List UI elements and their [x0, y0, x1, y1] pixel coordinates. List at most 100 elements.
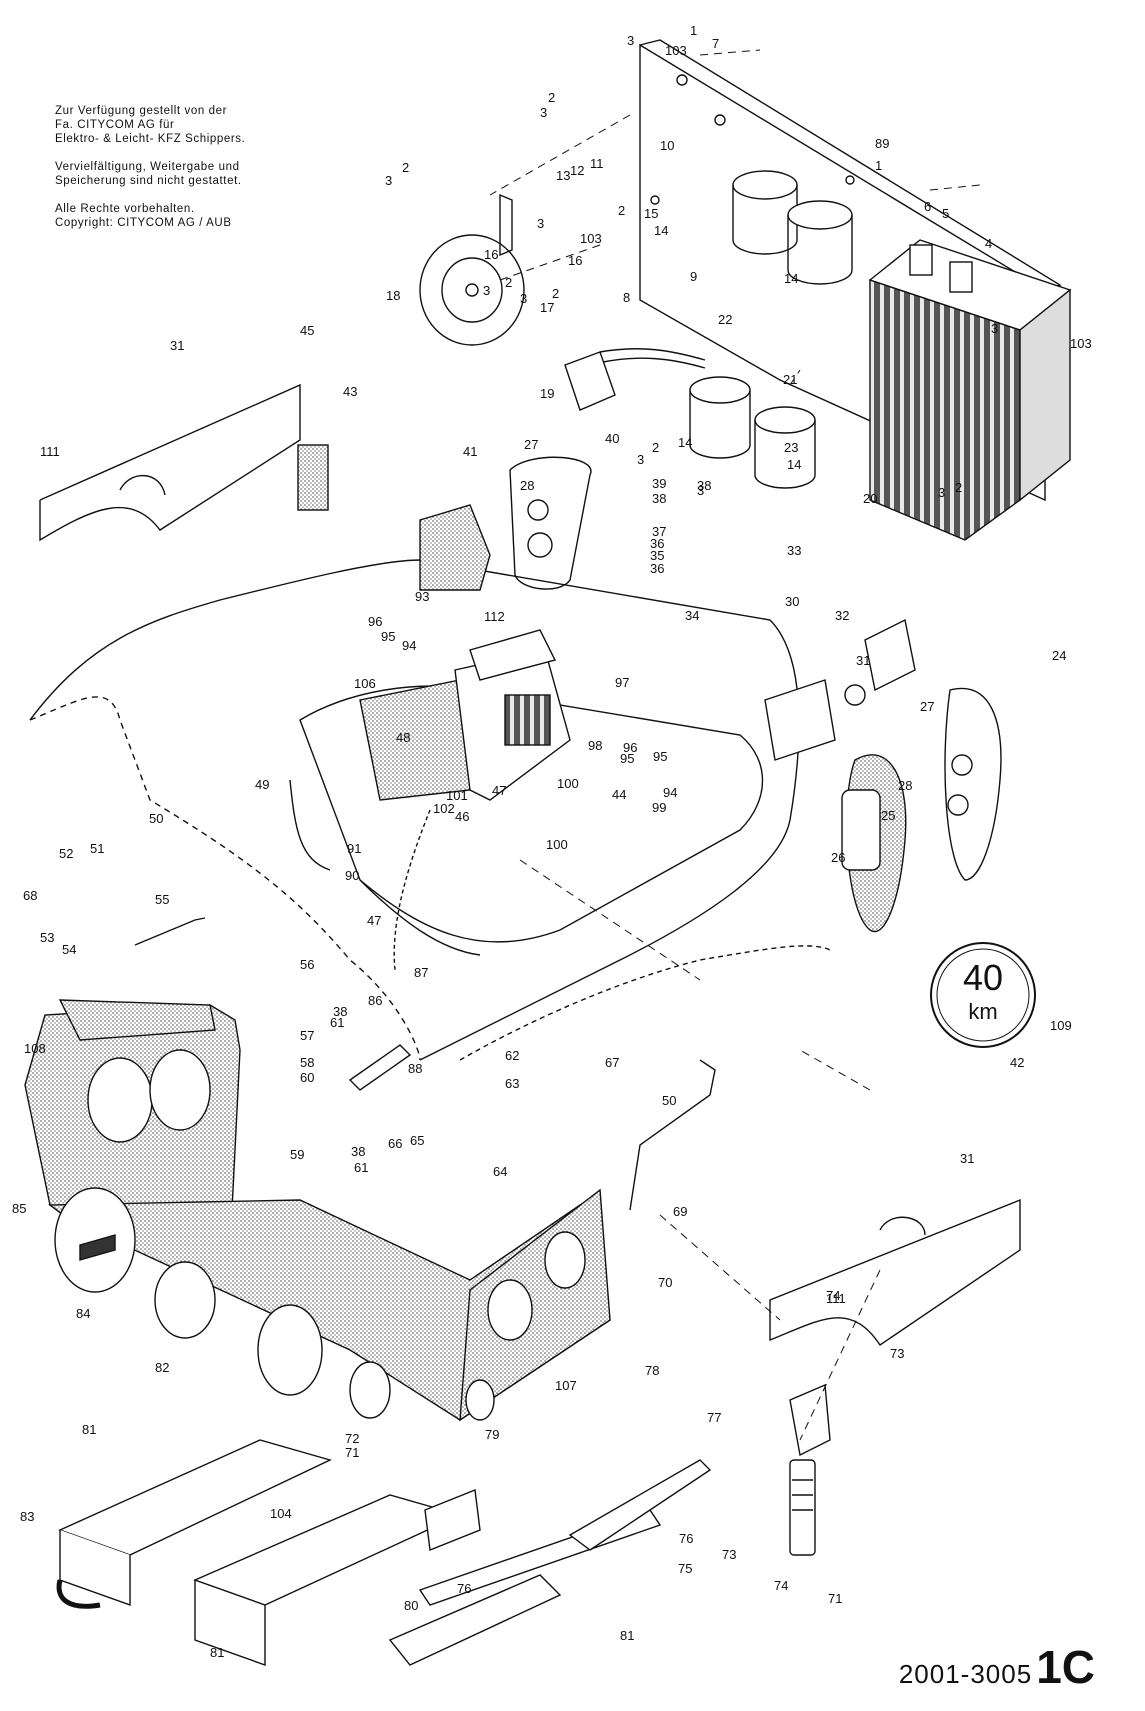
- drive-motor: [359, 629, 571, 801]
- part-callout: 107: [555, 1378, 577, 1393]
- part-callout: 95: [653, 749, 667, 764]
- part-callout: 3: [637, 452, 644, 467]
- document-number: 2001-30051C: [899, 1640, 1095, 1694]
- part-callout: 103: [665, 43, 687, 58]
- part-callout: 68: [23, 888, 37, 903]
- part-callout: 53: [40, 930, 54, 945]
- part-callout: 64: [493, 1164, 507, 1179]
- notice-line: Zur Verfügung gestellt von der: [55, 105, 228, 117]
- part-callout: 20: [863, 491, 877, 506]
- part-callout: 61: [330, 1015, 344, 1030]
- part-callout: 103: [580, 231, 602, 246]
- part-callout: 96: [623, 740, 637, 755]
- part-callout: 49: [255, 777, 269, 792]
- part-callout: 66: [388, 1136, 402, 1151]
- part-callout: 14: [787, 457, 801, 472]
- part-callout: 74: [826, 1288, 840, 1303]
- part-callout: 40: [605, 431, 619, 446]
- part-callout: 101: [446, 788, 468, 803]
- part-callout: 71: [828, 1591, 842, 1606]
- part-callout: 48: [396, 730, 410, 745]
- part-callout: 15: [644, 206, 658, 221]
- part-callout: 100: [546, 837, 568, 852]
- part-callout: 50: [662, 1093, 676, 1108]
- part-callout: 42: [1010, 1055, 1024, 1070]
- part-callout: 3: [991, 321, 998, 336]
- notice-line: Copyright: CITYCOM AG / AUB: [55, 217, 232, 229]
- part-callout: 27: [524, 437, 538, 452]
- part-callout: 3: [540, 105, 547, 120]
- part-callout: 3: [697, 483, 704, 498]
- part-callout: 90: [345, 868, 359, 883]
- part-callout: 38: [697, 478, 711, 493]
- part-callout: 21: [783, 372, 797, 387]
- part-callout: 3: [627, 33, 634, 48]
- part-callout: 76: [679, 1531, 693, 1546]
- part-callout: 57: [300, 1028, 314, 1043]
- speed-sign-callout: 109: [1050, 1018, 1072, 1033]
- part-callout: 95: [381, 629, 395, 644]
- part-callout: 2: [652, 440, 659, 455]
- part-callout: 97: [615, 675, 629, 690]
- part-callout: 3: [483, 283, 490, 298]
- part-callout: 103: [1070, 336, 1092, 351]
- part-callout: 50: [149, 811, 163, 826]
- part-callout: 39: [652, 476, 666, 491]
- notice-line: Vervielfältigung, Weitergabe und: [55, 161, 240, 173]
- part-callout: 16: [484, 247, 498, 262]
- pedal-arm: [348, 1044, 412, 1091]
- part-callout: 23: [784, 440, 798, 455]
- part-callout: 51: [90, 841, 104, 856]
- page-id: 1C: [1036, 1641, 1095, 1693]
- part-callout: 46: [455, 809, 469, 824]
- rear-lamp: [841, 687, 1002, 933]
- part-callout: 9: [690, 269, 697, 284]
- part-callout: 65: [410, 1133, 424, 1148]
- part-callout: 25: [881, 808, 895, 823]
- part-callout: 96: [368, 614, 382, 629]
- part-callout: 36: [650, 561, 664, 576]
- part-callout: 14: [784, 271, 798, 286]
- part-callout: 14: [678, 435, 692, 450]
- part-callout: 95: [620, 751, 634, 766]
- part-callout: 34: [685, 608, 699, 623]
- side-panel-upper: [39, 383, 301, 542]
- speed-unit: km: [968, 999, 998, 1024]
- part-callout: 61: [354, 1160, 368, 1175]
- part-callout: 2: [402, 160, 409, 175]
- part-callout: 2: [505, 275, 512, 290]
- part-callout: 89: [875, 136, 889, 151]
- part-callout: 59: [290, 1147, 304, 1162]
- part-callout: 38: [333, 1004, 347, 1019]
- part-callout: 60: [300, 1070, 314, 1085]
- part-callout: 69: [673, 1204, 687, 1219]
- notice-line: Elektro- & Leicht- KFZ Schippers.: [55, 133, 246, 145]
- part-callout: 45: [300, 323, 314, 338]
- part-callout: 47: [492, 783, 506, 798]
- part-callout: 77: [707, 1410, 721, 1425]
- part-callout: 56: [300, 957, 314, 972]
- document-code: 2001-3005: [898, 1659, 1033, 1689]
- part-callout: 28: [520, 478, 534, 493]
- part-callout: 38: [652, 491, 666, 506]
- part-callout: 78: [645, 1363, 659, 1378]
- part-callout: 52: [59, 846, 73, 861]
- part-callout: 11: [590, 156, 604, 171]
- part-callout: 17: [540, 300, 554, 315]
- side-panel-lower: [769, 1198, 1021, 1346]
- brake-lines: [134, 779, 716, 1211]
- part-callout: 111: [40, 444, 60, 459]
- part-callout: 36: [650, 536, 664, 551]
- part-callout: 75: [678, 1561, 692, 1576]
- part-callout: 70: [658, 1275, 672, 1290]
- part-callout: 85: [12, 1201, 26, 1216]
- part-callout: 73: [722, 1547, 736, 1562]
- part-callout: 55: [155, 892, 169, 907]
- part-callout: 24: [1052, 648, 1066, 663]
- part-callout: 54: [62, 942, 76, 957]
- part-callout: 81: [210, 1645, 224, 1660]
- part-callout: 1: [875, 158, 882, 173]
